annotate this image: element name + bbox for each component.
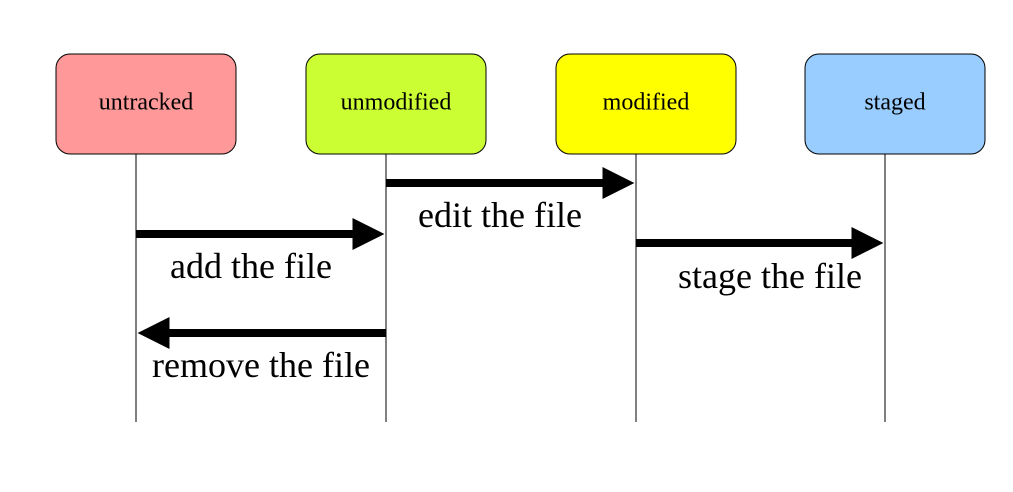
transition-remove: remove the file [137, 317, 386, 385]
state-label-staged: staged [864, 90, 925, 116]
transition-add: add the file [136, 218, 385, 286]
state-unmodified: unmodified [305, 53, 487, 155]
state-box-staged [804, 53, 986, 155]
transition-label-edit: edit the file [418, 195, 582, 235]
state-staged: staged [804, 53, 986, 155]
transition-stage: stage the file [636, 227, 884, 296]
state-box-modified [555, 53, 737, 155]
transition-edit: edit the file [386, 167, 635, 235]
state-modified: modified [555, 53, 737, 155]
state-box-untracked [55, 53, 237, 155]
transition-label-remove: remove the file [152, 345, 370, 385]
state-label-modified: modified [603, 90, 690, 116]
state-box-unmodified [305, 53, 487, 155]
transition-label-add: add the file [170, 246, 332, 286]
state-label-untracked: untracked [99, 90, 194, 116]
transition-label-stage: stage the file [678, 256, 862, 296]
state-untracked: untracked [55, 53, 237, 155]
state-label-unmodified: unmodified [341, 90, 452, 116]
